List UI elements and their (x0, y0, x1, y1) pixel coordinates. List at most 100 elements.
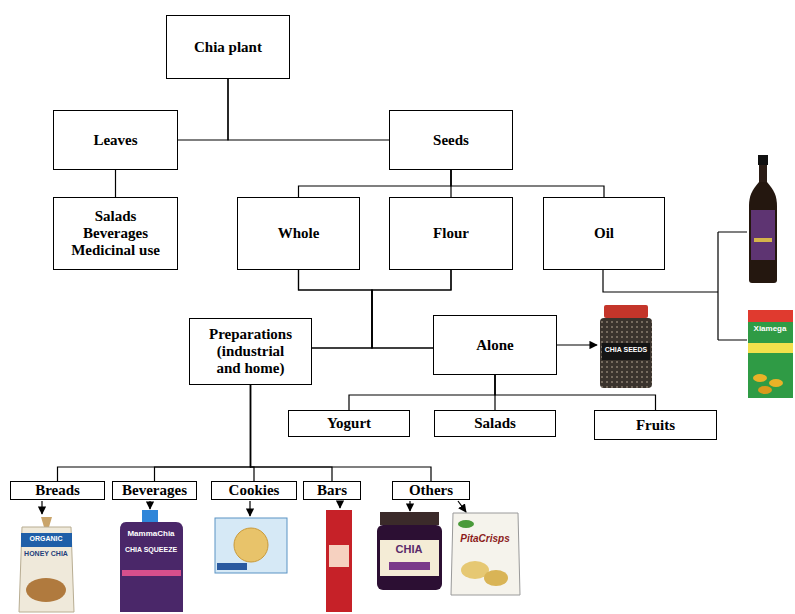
connector-line (251, 385, 432, 481)
bottle-label (751, 210, 775, 260)
box-label: Alone (476, 337, 514, 354)
pointer-arrow (149, 501, 150, 509)
process-box: Yogurt (288, 410, 410, 437)
connector-line (349, 375, 495, 410)
connector-line (58, 385, 251, 481)
box-label: Beverages (122, 482, 187, 499)
process-box: Whole (237, 197, 360, 270)
jar-lid (380, 512, 439, 525)
box-label: Bars (317, 482, 347, 499)
process-box: Alone (433, 315, 557, 375)
pointer-arrow (41, 501, 42, 514)
process-box: Salads (434, 410, 556, 437)
capsule (769, 379, 783, 387)
process-box: Oil (543, 197, 665, 270)
cookie-wrapper (215, 518, 287, 573)
connector-line (495, 375, 656, 410)
process-box: Salads Beverages Medicinal use (53, 197, 178, 270)
connector-line (228, 79, 389, 140)
connector-line (299, 270, 434, 348)
snack-bar (326, 510, 352, 612)
box-label: Yogurt (327, 415, 371, 432)
process-box: Breads (10, 481, 105, 500)
cookie-pack (215, 518, 287, 573)
pointer-arrow (249, 501, 250, 516)
label-band (389, 562, 430, 570)
process-box: Cookies (211, 481, 297, 500)
box-label: Seeds (433, 132, 469, 149)
pouch-body (120, 522, 183, 612)
box-label: Oil (594, 225, 614, 242)
wrapper-band (217, 563, 247, 570)
product-label: Xiamega (754, 325, 787, 334)
pointer-arrow (458, 501, 466, 512)
connector-line (155, 385, 251, 481)
jar-label (602, 343, 650, 360)
connector-line (312, 270, 451, 348)
product-label: MammaChia (127, 530, 174, 539)
bar-wrapper (326, 510, 352, 612)
bag-body (19, 527, 74, 612)
bottle-body (749, 182, 777, 283)
jar-lid (604, 305, 648, 318)
process-box: Others (392, 481, 470, 500)
bag-band (21, 533, 72, 547)
bag-tie (41, 517, 52, 527)
process-box: Flour (389, 197, 513, 270)
process-box: Chia plant (166, 15, 290, 79)
process-box: Leaves (53, 110, 178, 170)
box-label: Flour (433, 225, 469, 242)
capsule (758, 386, 772, 394)
crisps-bag (451, 513, 520, 595)
bread-loaf (26, 578, 66, 602)
seed-jar (600, 305, 652, 388)
product-label: CHIA SEEDS (605, 346, 648, 354)
bar-band (329, 545, 349, 567)
jar-body (377, 525, 442, 590)
box-label: Whole (278, 225, 320, 242)
bread-bag (19, 517, 74, 612)
pouch-stripe (122, 570, 181, 576)
process-box: Bars (303, 481, 361, 500)
drink-pouch (120, 510, 183, 612)
process-box: Seeds (389, 110, 513, 170)
bottle-cap (758, 155, 768, 165)
spread-jar (377, 512, 442, 590)
product-label: PitaCrisps (460, 533, 509, 544)
capsule-box (748, 310, 793, 398)
product-label: CHIA SQUEEZE (125, 546, 177, 554)
oil-bottle (749, 155, 777, 283)
pouch-spout (142, 510, 158, 522)
box-label: Salads (474, 415, 516, 432)
box-label: Leaves (93, 132, 137, 149)
jar-label (380, 540, 439, 576)
product-label: ORGANIC (29, 535, 62, 543)
bag-logo (458, 520, 474, 528)
jar-seeds (600, 318, 652, 388)
box-label: Breads (35, 482, 80, 499)
process-box: Beverages (112, 481, 197, 500)
box-label: Others (409, 482, 453, 499)
connector-line (178, 79, 228, 140)
connector-line (451, 170, 604, 197)
connector-line (115, 170, 116, 197)
jar-body (600, 318, 652, 388)
cookie (234, 528, 268, 562)
pointer-arrow (339, 501, 340, 508)
product-label: HONEY CHIA (24, 550, 68, 558)
box-band (748, 310, 793, 322)
bottle-stripe (754, 238, 772, 242)
box-body (748, 310, 793, 398)
crisp (484, 570, 508, 586)
process-box: Fruits (594, 410, 717, 440)
bottle-neck (759, 165, 767, 182)
process-box: Preparations (industrial and home) (189, 318, 312, 385)
box-band (748, 343, 793, 353)
pointer-arrow (409, 501, 410, 511)
box-label: Cookies (229, 482, 280, 499)
capsule (753, 374, 767, 382)
product-label: CHIA (396, 543, 423, 555)
